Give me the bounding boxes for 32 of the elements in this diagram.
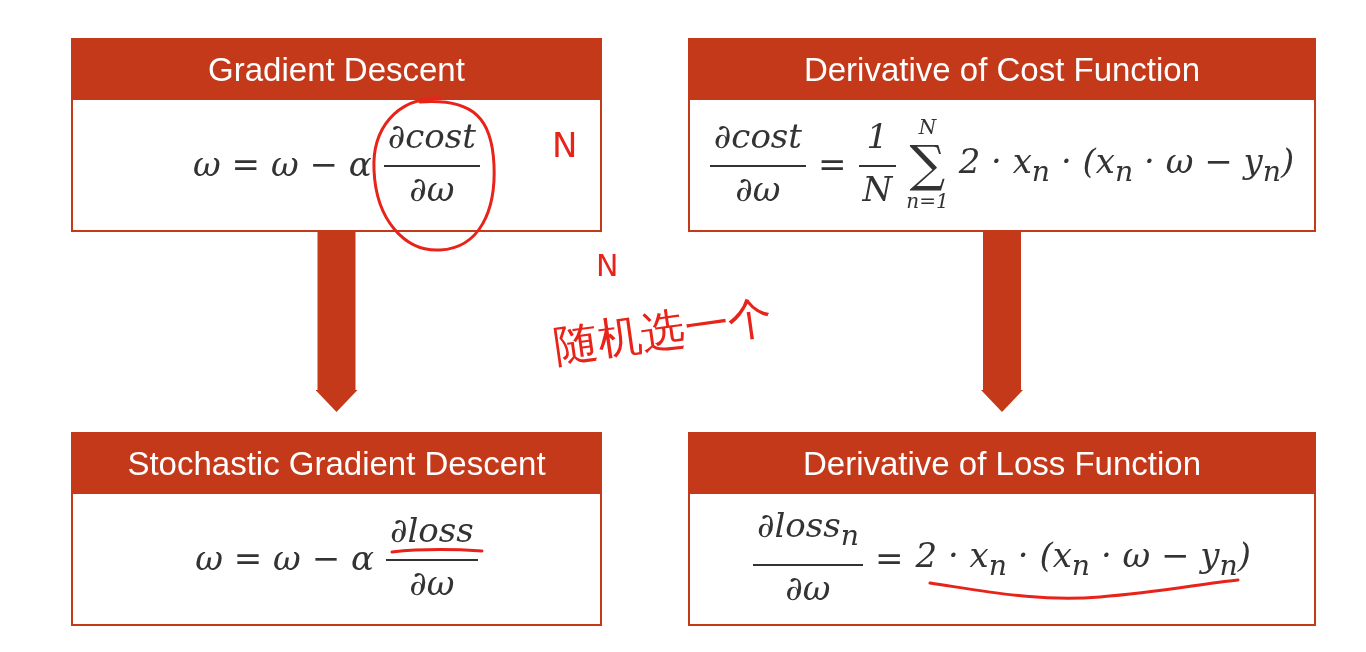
formula-card bbox=[688, 432, 1316, 626]
sum-upper-limit: N bbox=[918, 116, 937, 138]
card-header: Derivative of Loss Function bbox=[690, 434, 1314, 494]
fraction-denominator: N bbox=[861, 168, 894, 211]
formula-text: ω = ω − α bbox=[195, 538, 374, 578]
formula-text: 2 · x$_{n}$ · (x$_{n}$ · ω − y$_{n}$) bbox=[958, 140, 1295, 188]
fraction-denominator: ∂ω bbox=[408, 168, 456, 211]
fraction-numerator: ∂cost bbox=[712, 117, 803, 155]
formula-card bbox=[71, 432, 602, 626]
formula-text: = bbox=[818, 144, 847, 184]
fraction-numerator: ∂cost bbox=[386, 117, 477, 155]
block-arrow bbox=[981, 232, 1023, 413]
formula-text: = bbox=[875, 538, 904, 578]
card-header: Stochastic Gradient Descent bbox=[73, 434, 600, 494]
handwritten-note: N bbox=[596, 248, 619, 283]
formula-text: ω = ω − α bbox=[193, 144, 372, 184]
block-arrow bbox=[315, 232, 358, 413]
formula-text: 2 · x$_{n}$ · (x$_{n}$ · ω − y$_{n}$) bbox=[915, 534, 1252, 582]
fraction-denominator: ∂ω bbox=[734, 168, 782, 211]
formula-card bbox=[688, 38, 1316, 232]
handwritten-note: N bbox=[552, 125, 578, 165]
fraction-denominator: ∂ω bbox=[784, 567, 832, 611]
sum-lower-limit: n=1 bbox=[906, 190, 949, 212]
handwritten-note: 随机选一个 bbox=[550, 289, 777, 374]
card-header: Gradient Descent bbox=[73, 40, 600, 100]
card-header: Derivative of Cost Function bbox=[690, 40, 1314, 100]
formula-card bbox=[71, 38, 602, 232]
fraction-numerator: ∂loss bbox=[388, 511, 475, 549]
fraction-numerator: ∂loss$_{n}$ bbox=[755, 505, 860, 554]
sum-symbol: ∑ bbox=[909, 138, 946, 190]
fraction-denominator: ∂ω bbox=[408, 562, 456, 605]
fraction-numerator: 1 bbox=[865, 117, 890, 155]
